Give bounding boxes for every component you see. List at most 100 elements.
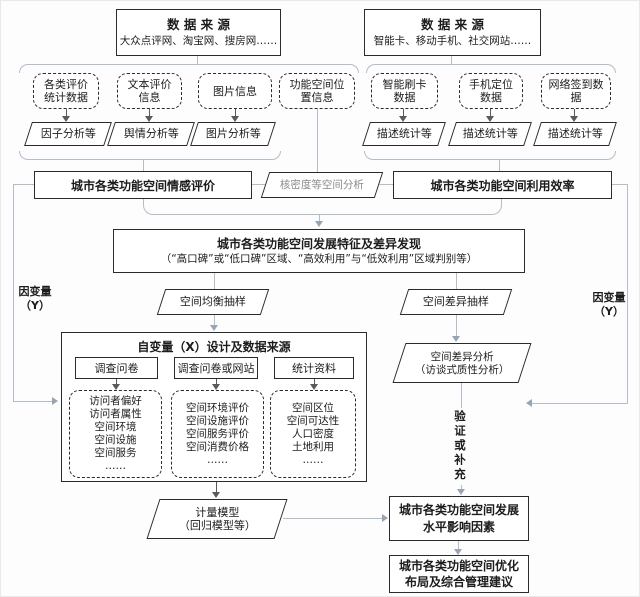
node-label: 空间均衡抽样 [180, 294, 246, 308]
arrow-down-icon [454, 549, 462, 555]
connector-line [214, 315, 215, 326]
node-web-checkin: 网络签到数据 [541, 73, 611, 109]
node-label: 图片分析等 [205, 126, 261, 140]
connector-line [317, 109, 318, 172]
node-opinion-analysis: 舆情分析等 [107, 122, 195, 146]
connector-line [499, 159, 500, 171]
node-sentiment-evaluation: 城市各类功能空间情感评价 [34, 171, 252, 199]
arrow-down-icon [62, 116, 70, 122]
node-iv-group-1: 访问者偏好 访问者属性 空间环境 空间设施 空间服务 …… [69, 390, 162, 478]
node-kernel-density-analysis: 核密度等空间分析 [260, 172, 384, 198]
connector-line [143, 159, 144, 171]
node-label: 核密度等空间分析 [280, 178, 364, 191]
connector-line [116, 379, 117, 385]
arrow-down-icon [212, 384, 220, 390]
node-title: 数 据 来 源 [166, 17, 231, 32]
node-econometric-model: 计量模型 （回归模型等） [146, 499, 288, 539]
connector-line [403, 109, 404, 117]
node-statistical-data: 统计资料 [274, 357, 354, 379]
node-label: 描述统计等 [547, 126, 603, 140]
node-balanced-sampling: 空间均衡抽样 [156, 289, 270, 315]
node-location-info: 功能空间位置信息 [279, 73, 355, 109]
node-label: 调查问卷或网站 [177, 362, 255, 375]
node-iv-group-2: 空间环境评价 空间设施评价 空间服务评价 空间消费价格 …… [171, 390, 264, 478]
label-dependent-right: 因变量 （Y） [592, 291, 626, 318]
connector-line [13, 184, 14, 401]
arrow-down-icon [457, 489, 465, 495]
connector-line [461, 383, 462, 408]
node-difference-sampling: 空间差异抽样 [399, 289, 513, 315]
arrow-down-icon [315, 221, 323, 227]
connector-line [214, 273, 215, 289]
arrow-down-icon [452, 336, 460, 342]
arrow-right-icon [382, 514, 388, 522]
node-label: 城市各类功能空间情感评价 [70, 178, 215, 193]
arrow-left-icon [526, 399, 532, 407]
connector-elbow [143, 199, 319, 215]
node-title: 数 据 来 源 [420, 17, 485, 32]
brace-top-left [19, 64, 359, 73]
node-phone-location: 手机定位数据 [459, 73, 523, 109]
node-questionnaire: 调查问卷 [75, 357, 158, 379]
node-optimization-suggestion: 城市各类功能空间优化 布局及综合管理建议 [389, 555, 529, 593]
connector-line [197, 56, 198, 65]
node-label: 空间差异分析 （访谈式质性分析） [414, 350, 510, 376]
connector-line [216, 482, 217, 493]
arrow-down-icon [145, 116, 153, 122]
node-review-stats: 各类评价统计数据 [33, 73, 99, 109]
connector-line [490, 109, 491, 117]
node-label: 空间差异抽样 [423, 294, 489, 308]
node-label: 调查问卷 [94, 362, 139, 375]
node-text-review: 文本评价信息 [117, 73, 182, 109]
node-influencing-factors: 城市各类功能空间发展 水平影响因素 [389, 496, 529, 541]
node-label: 舆情分析等 [123, 126, 179, 140]
connector-line [283, 518, 383, 519]
connector-line [252, 184, 265, 185]
brace-bottom-right [364, 151, 616, 160]
connector-line [461, 485, 462, 490]
node-title: 城市各类功能空间发展特征及差异发现 [216, 237, 421, 251]
node-label: 描述统计等 [376, 126, 432, 140]
connector-line [66, 109, 67, 117]
node-label: 城市各类功能空间利用效率 [430, 178, 575, 193]
connector-line [379, 184, 393, 185]
node-difference-analysis: 空间差异分析 （访谈式质性分析） [392, 343, 532, 383]
node-label: 统计资料 [292, 362, 336, 375]
arrow-down-icon [399, 116, 407, 122]
node-development-features: 城市各类功能空间发展特征及差异发现 （“高口碑”或“低口碑”区域、“高效利用”与… [113, 229, 525, 273]
node-subtitle: （“高口碑”或“低口碑”区域、“高效利用”与“低效利用”区域判别等） [160, 253, 478, 265]
arrow-down-icon [210, 325, 218, 331]
node-label: 文本评价信息 [127, 78, 172, 104]
arrow-down-icon [570, 116, 578, 122]
connector-line [216, 379, 217, 385]
connector-line [314, 379, 315, 385]
connector-line [13, 184, 34, 185]
arrow-down-icon [112, 384, 120, 390]
node-descriptive-stats-1: 描述统计等 [362, 122, 446, 146]
connector-line [456, 315, 457, 337]
brace-top-right [366, 64, 616, 73]
node-label: 计量模型 （回归模型等） [178, 505, 256, 532]
node-label: 各类评价统计数据 [44, 78, 88, 104]
label-verify-supplement: 验证或补充 [453, 410, 467, 483]
node-data-source-right: 数 据 来 源 智能卡、移动手机、社交网站…… [364, 9, 541, 56]
node-label: 手机定位数据 [469, 78, 513, 104]
node-label: 网络签到数据 [548, 78, 604, 104]
node-label: 描述统计等 [462, 126, 518, 140]
node-title: 自变量（X）设计及数据来源 [137, 340, 291, 354]
node-label: 智能刷卡数据 [382, 78, 427, 104]
node-label: 图片信息 [213, 84, 257, 98]
arrow-right-icon [52, 397, 58, 405]
connector-line [13, 401, 53, 402]
node-label: 因子分析等 [40, 126, 96, 140]
node-data-source-left: 数 据 来 源 大众点评网、淘宝网、搜房网…… [116, 9, 281, 56]
connector-elbow [319, 199, 502, 215]
arrow-down-icon [310, 384, 318, 390]
node-questionnaire-or-website: 调查问卷或网站 [174, 357, 258, 379]
node-subtitle: 智能卡、移动手机、社交网站…… [373, 35, 532, 47]
node-label: 功能空间位置信息 [289, 78, 345, 104]
connector-line [532, 403, 628, 404]
connector-line [627, 184, 628, 403]
label-dependent-left: 因变量 （Y） [18, 285, 52, 312]
